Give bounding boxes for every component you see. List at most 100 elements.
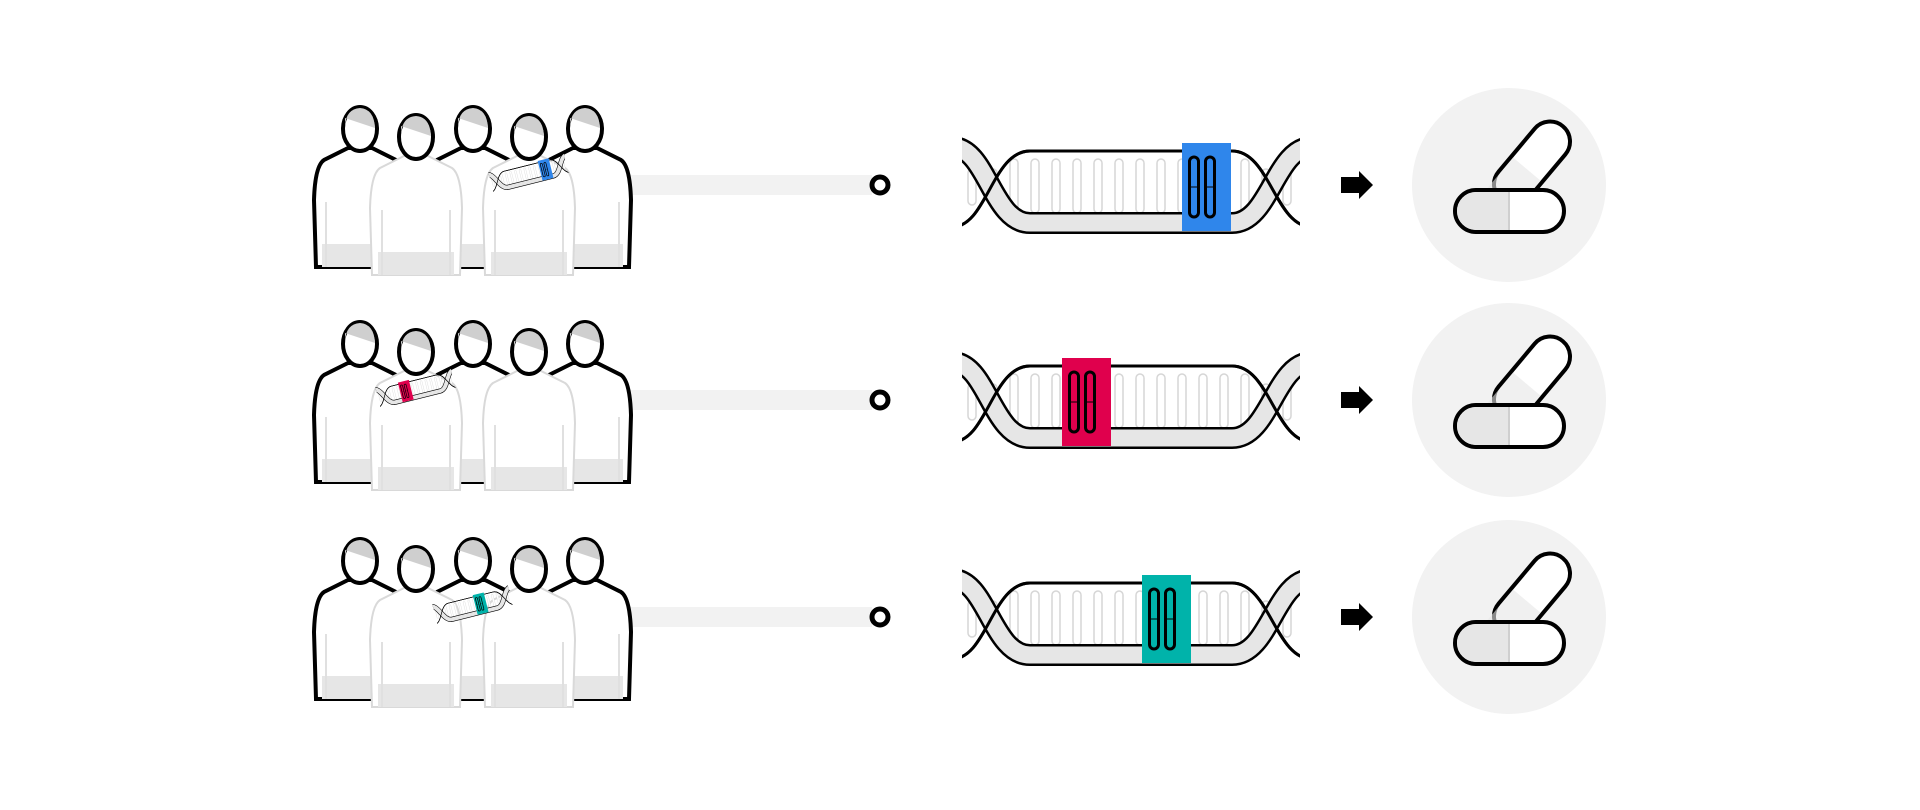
dna-rung — [1219, 373, 1229, 429]
dna-rung — [1114, 158, 1124, 214]
dna-rung — [1072, 158, 1082, 214]
person-hair — [401, 116, 431, 136]
connector-end-icon — [869, 389, 891, 411]
carrier-dna-icon — [488, 153, 570, 193]
dna-rung — [1072, 590, 1082, 646]
dna-strand-front — [962, 149, 1300, 227]
pill-icon — [1412, 520, 1606, 714]
person-hair — [570, 323, 600, 343]
person-hair — [345, 323, 375, 343]
dna-rung — [1198, 590, 1208, 646]
capsule-half — [1457, 407, 1509, 445]
variant-row-3 — [311, 520, 1606, 714]
person-icon — [481, 113, 577, 276]
connector-end-icon — [869, 606, 891, 628]
person-hair — [458, 323, 488, 343]
person-shorts — [491, 467, 567, 490]
carrier-dna-icon — [375, 368, 457, 408]
base-pair-divider — [480, 603, 483, 604]
person-shorts — [378, 467, 454, 490]
people-group-icon — [311, 320, 634, 491]
variant-row-2 — [311, 303, 1606, 497]
dna-rung — [1093, 158, 1103, 214]
dna-strand-front — [962, 581, 1300, 659]
dna-rung — [1051, 590, 1061, 646]
people-group-icon — [311, 105, 634, 276]
dna-rung — [1030, 373, 1040, 429]
person-icon — [368, 113, 464, 276]
dna-rung — [1093, 590, 1103, 646]
dna-rung — [1135, 373, 1145, 429]
dna-group — [962, 353, 1300, 449]
dna-icon — [432, 585, 514, 625]
person-hair — [514, 116, 544, 136]
dna-rung — [1114, 590, 1124, 646]
dna-strand — [375, 368, 455, 405]
variant-row-1 — [311, 88, 1606, 282]
person-body — [481, 587, 577, 708]
dna-strand — [962, 355, 1300, 447]
base-pair-divider — [545, 168, 548, 170]
person-shorts — [491, 684, 567, 707]
dna-rung — [1177, 373, 1187, 429]
dna-strand — [962, 572, 1300, 664]
dna-icon — [488, 153, 570, 193]
person-hair — [401, 548, 431, 568]
person-hair — [570, 540, 600, 560]
person-body — [368, 155, 464, 276]
arrow-right-icon — [1341, 603, 1373, 631]
person-hair — [514, 548, 544, 568]
person-icon — [368, 545, 464, 708]
connector-end-icon — [869, 174, 891, 196]
dna-strand-front — [962, 364, 1300, 442]
person-hair — [570, 108, 600, 128]
capsule-half — [1457, 624, 1509, 662]
base-pair-divider — [541, 169, 544, 171]
person-shorts — [378, 684, 454, 707]
person-shorts — [491, 252, 567, 275]
dna-rung — [1156, 158, 1166, 214]
person-hair — [458, 540, 488, 560]
dna-rung — [1156, 373, 1166, 429]
base-pair-divider — [476, 603, 479, 605]
dna-strand-front — [434, 591, 514, 625]
people-group-icon — [311, 537, 634, 708]
dna-icon — [962, 138, 1300, 234]
dna-rung — [1219, 590, 1229, 646]
dna-strand — [432, 585, 512, 622]
dna-group — [962, 570, 1300, 666]
dna-rung — [1030, 158, 1040, 214]
person-icon — [481, 545, 577, 708]
dna-rung — [1051, 373, 1061, 429]
person-hair — [401, 331, 431, 351]
person-hair — [514, 331, 544, 351]
person-hair — [345, 540, 375, 560]
connector-line — [620, 175, 872, 195]
dna-icon — [962, 570, 1300, 666]
arrow-right-icon — [1341, 171, 1373, 199]
dna-rung — [1198, 373, 1208, 429]
dna-rung — [1114, 373, 1124, 429]
person-body — [481, 370, 577, 491]
dna-strand — [962, 140, 1300, 232]
arrow-right-icon — [1341, 386, 1373, 414]
person-icon — [481, 328, 577, 491]
person-hair — [458, 108, 488, 128]
person-icon — [368, 328, 464, 491]
base-pair-divider — [401, 391, 405, 393]
dna-rung — [1135, 158, 1145, 214]
person-hair — [345, 108, 375, 128]
dna-rung — [1051, 158, 1061, 214]
dna-group — [962, 138, 1300, 234]
dna-icon — [375, 368, 457, 408]
dna-strand — [488, 153, 568, 190]
base-pair-divider — [405, 390, 408, 392]
dna-rung — [1030, 590, 1040, 646]
connector-line — [620, 390, 872, 410]
person-shorts — [378, 252, 454, 275]
dna-strand-front — [490, 159, 570, 193]
capsule-half — [1457, 192, 1509, 230]
dna-icon — [962, 353, 1300, 449]
carrier-dna-icon — [432, 585, 514, 625]
